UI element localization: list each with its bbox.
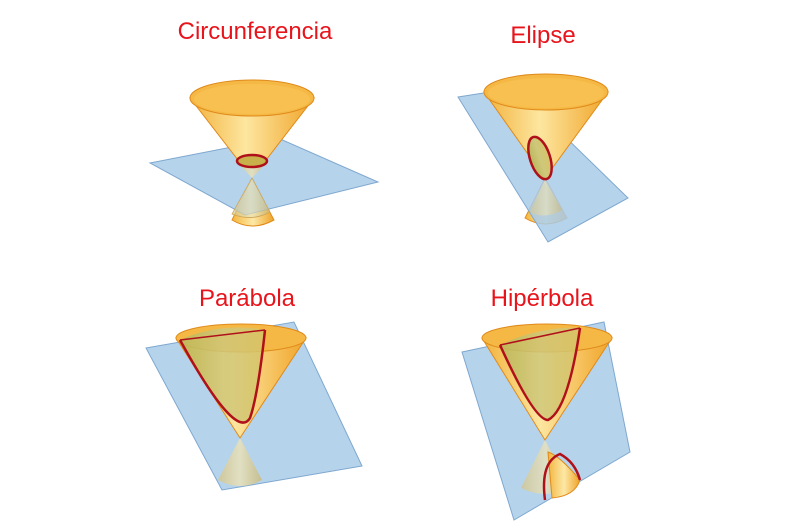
title-circle: Circunferencia [177, 18, 333, 45]
ellipse-lower-cone-through [530, 180, 562, 216]
circle-cone-rim-inner [194, 84, 310, 114]
panel-hyperbola [461, 321, 631, 521]
title-hyperbola: Hipérbola [490, 285, 594, 312]
circle-section [235, 153, 269, 169]
parabola-curve [178, 329, 267, 424]
hyperbola-section-area [500, 327, 580, 420]
title-parabola: Parábola [198, 285, 296, 312]
hyperbola-lower-curve [542, 452, 582, 501]
parabola-section-area [180, 327, 265, 423]
ellipse-section [527, 135, 553, 181]
parabola-plane-edge [179, 329, 266, 341]
panel-circle [148, 79, 380, 227]
hyperbola-upper-curve [498, 327, 582, 422]
parabola-lower-cone [218, 438, 262, 486]
panel-parabola [145, 321, 363, 491]
panel-ellipse [457, 73, 629, 243]
hyperbola-plane-edge [499, 327, 581, 346]
title-ellipse: Elipse [510, 22, 576, 49]
circle-lower-cone-through [231, 177, 271, 218]
ellipse-cone-rim-inner [488, 78, 604, 108]
